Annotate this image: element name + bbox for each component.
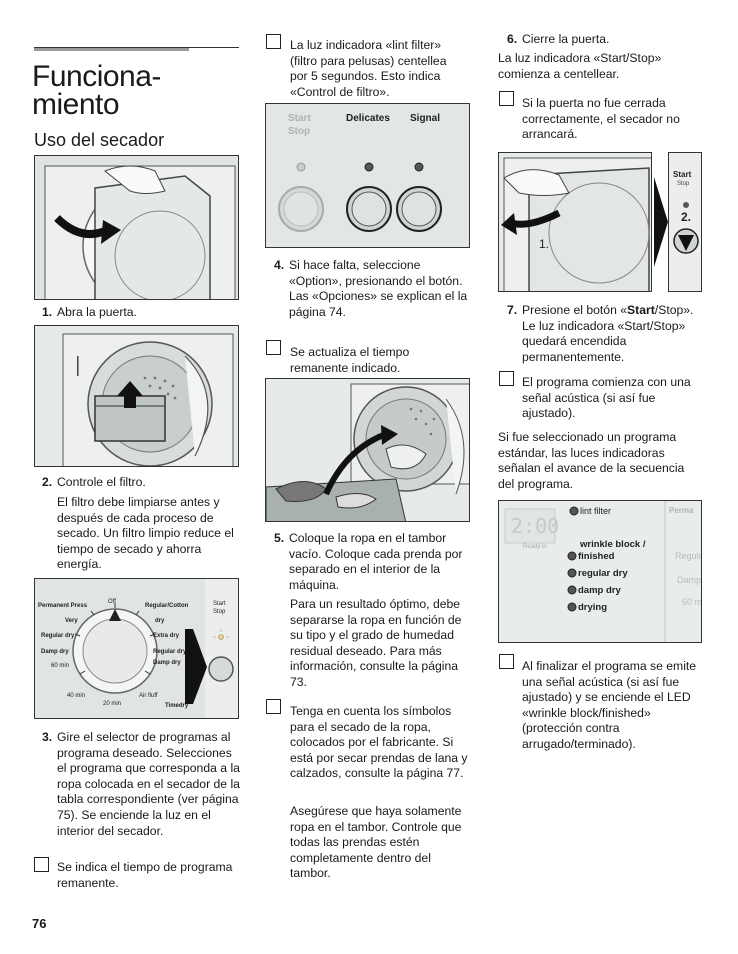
display-damp: Damp bbox=[677, 575, 701, 585]
step-1-number: 1. bbox=[42, 305, 53, 319]
step-5-number: 5. bbox=[274, 531, 285, 545]
checkbox-lint-filter bbox=[266, 34, 281, 49]
step-2-text: Controle el filtro. bbox=[57, 475, 146, 489]
dial-damp-dry-right: Damp dry bbox=[153, 660, 181, 666]
figure-open-door bbox=[34, 155, 239, 300]
step-4-text: Si hace falta, seleccione «Option», pres… bbox=[289, 258, 463, 288]
dial-permanent-press: Permanent Press bbox=[38, 603, 88, 609]
dial-start: Start bbox=[213, 601, 226, 607]
dial-very-dry-left: Very bbox=[65, 618, 78, 624]
step-5-text: Coloque la ropa en el tambor vacío. Colo… bbox=[289, 531, 463, 592]
display-ready-in: Ready in bbox=[523, 544, 547, 550]
dial-20min: 20 min bbox=[103, 701, 121, 707]
step-7-number: 7. bbox=[507, 303, 518, 317]
dial-off: Off bbox=[108, 599, 116, 605]
check-remaining-time-text: Se indica el tiempo de programa remanent… bbox=[57, 860, 233, 890]
standard-program-paragraph: Si fue seleccionado un programa estándar… bbox=[498, 430, 685, 491]
checkbox-door-closed bbox=[499, 91, 514, 106]
title-rule-thin bbox=[34, 47, 239, 48]
check-program-start-text: El programa comienza con una señal acúst… bbox=[522, 375, 691, 421]
display-wrinkle1: wrinkle block / bbox=[579, 539, 646, 550]
door-label-1: 1. bbox=[539, 237, 549, 251]
checkbox-care-symbols bbox=[266, 699, 281, 714]
display-wrinkle2: finished bbox=[578, 551, 615, 562]
figure-filter bbox=[34, 325, 239, 467]
step-6-number: 6. bbox=[507, 32, 518, 46]
check-care-symbols-text: Tenga en cuenta los símbolos para el sec… bbox=[290, 704, 468, 781]
panel-delicates: Delicates bbox=[346, 113, 390, 124]
check-lint-filter-text: La luz indicadora «lint filter» (filtro … bbox=[290, 38, 447, 99]
figure-program-dial: Permanent Press Off Regular/Cotton Very … bbox=[34, 578, 239, 719]
figure-start-button: Start Stop 2. bbox=[668, 152, 702, 292]
display-damp-dry: damp dry bbox=[578, 585, 621, 596]
step-7: 7. Presione el botón «Start/Stop». Le lu… bbox=[507, 303, 707, 365]
display-time: 2:00 bbox=[511, 514, 559, 538]
dial-stop: Stop bbox=[213, 609, 226, 615]
dial-timedry: Timedry bbox=[165, 703, 189, 709]
arrow-to-start bbox=[654, 152, 668, 292]
step-3-text: Gire el selector de programas al program… bbox=[57, 730, 240, 838]
display-perma: Perma bbox=[669, 506, 694, 515]
dial-very-dry-right: dry bbox=[155, 618, 165, 624]
dial-damp-dry-left: Damp dry bbox=[41, 649, 69, 655]
dial-extra-dry: Extra dry bbox=[153, 633, 180, 639]
dial-air-fluff: Air fluff bbox=[139, 693, 158, 699]
check-door-closed-text: Si la puerta no fue cerrada correctament… bbox=[522, 96, 680, 142]
checkbox-program-end bbox=[499, 654, 514, 669]
stop-label: Stop bbox=[677, 181, 690, 187]
figure-display-panel: 2:00 Ready in lint filter wrinkle block … bbox=[498, 500, 702, 643]
checkbox-time-updated bbox=[266, 340, 281, 355]
step-5-paragraph: Para un resultado óptimo, debe separarse… bbox=[290, 597, 462, 689]
figure-load-laundry bbox=[265, 378, 470, 522]
page-title-line1: Funciona- bbox=[32, 60, 161, 93]
step-2: 2. Controle el filtro. bbox=[42, 475, 242, 491]
dial-regular-dry-left: Regular dry bbox=[41, 633, 75, 639]
start-label-2: 2. bbox=[681, 210, 691, 224]
check-program-end-text: Al finalizar el programa se emite una se… bbox=[522, 659, 697, 751]
dial-regular-cotton: Regular/Cotton bbox=[145, 603, 189, 609]
step-7-post: /Stop». Le luz indicadora «Start/Stop» q… bbox=[522, 303, 694, 364]
start-label: Start bbox=[673, 170, 692, 179]
step-1-text: Abra la puerta. bbox=[57, 305, 137, 319]
display-60min: 60 m bbox=[682, 597, 702, 607]
display-drying: drying bbox=[578, 602, 607, 613]
step-3: 3. Gire el selector de programas al prog… bbox=[42, 730, 244, 839]
display-lint-filter: lint filter bbox=[580, 506, 611, 516]
page-title-line2: miento bbox=[32, 88, 120, 121]
panel-signal: Signal bbox=[410, 113, 440, 124]
step-3-number: 3. bbox=[42, 730, 53, 744]
step-4-text2: Las «Opciones» se explican el la página … bbox=[289, 289, 468, 319]
figure-close-door-start: 1. bbox=[498, 152, 652, 292]
step-4: 4. Si hace falta, seleccione «Option», p… bbox=[274, 258, 470, 320]
step-1: 1. Abra la puerta. bbox=[42, 305, 242, 321]
dial-60min: 60 min bbox=[51, 663, 69, 669]
step-2-number: 2. bbox=[42, 475, 53, 489]
section-subtitle: Uso del secador bbox=[34, 130, 165, 150]
display-regula: Regula bbox=[675, 551, 702, 561]
step-2-paragraph: El filtro debe limpiarse antes y después… bbox=[57, 495, 234, 572]
step-4-number: 4. bbox=[274, 258, 285, 272]
checkbox-remaining-time bbox=[34, 857, 49, 872]
check-time-updated-text: Se actualiza el tiempo remanente indicad… bbox=[290, 345, 410, 375]
title-rule-thick bbox=[34, 47, 189, 51]
step-6-text: Cierre la puerta. bbox=[522, 32, 610, 46]
dial-40min: 40 min bbox=[67, 693, 85, 699]
step-5: 5. Coloque la ropa en el tambor vacío. C… bbox=[274, 531, 472, 593]
step-7-pre: Presione el botón « bbox=[522, 303, 628, 317]
step-6: 6. Cierre la puerta. bbox=[507, 32, 707, 48]
figure-control-buttons: Start Stop Delicates Signal bbox=[265, 103, 470, 248]
dial-regular-dry-right: Regular dry bbox=[153, 649, 187, 655]
panel-start: Start bbox=[288, 113, 311, 124]
checkbox-program-start bbox=[499, 371, 514, 386]
step-7-bold: Start bbox=[627, 303, 655, 317]
panel-stop: Stop bbox=[288, 126, 310, 137]
step-6-paragraph: La luz indicadora «Start/Stop» comienza … bbox=[498, 51, 662, 81]
page-number: 76 bbox=[32, 916, 47, 931]
check-care-symbols-paragraph: Asegúrese que haya solamente ropa en el … bbox=[290, 804, 462, 881]
display-regular-dry: regular dry bbox=[578, 568, 628, 579]
